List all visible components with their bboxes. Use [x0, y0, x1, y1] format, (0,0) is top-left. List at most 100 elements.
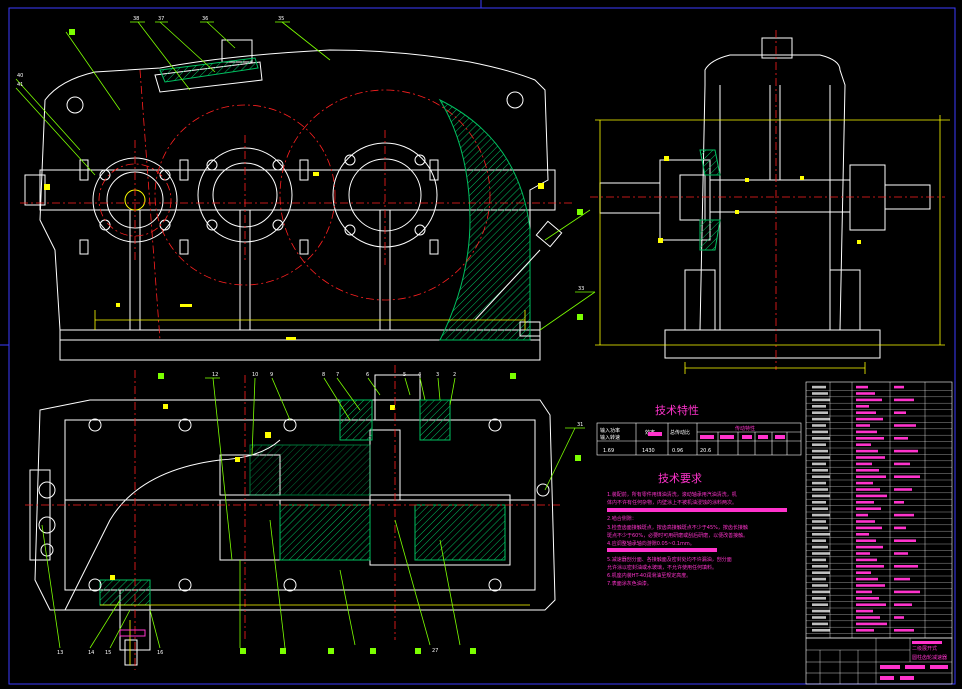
plan-housing-outline	[34, 399, 556, 611]
bom-cell-code	[812, 430, 828, 434]
bom-cell-code	[812, 437, 830, 440]
leader-lines	[15, 21, 596, 649]
bom-cell-code	[812, 533, 830, 536]
bom-cell-code	[812, 577, 826, 581]
bom-cell-code	[812, 539, 826, 542]
plan-bearing-hatch-3	[99, 579, 151, 606]
bom-cell-name	[856, 443, 871, 446]
bom-cell-name	[856, 430, 877, 434]
bom-cell-code	[812, 424, 826, 427]
bom-cell-code	[812, 385, 826, 389]
side-shaft-body	[709, 179, 851, 213]
bom-cell-code	[812, 597, 826, 600]
bom-cell-name	[856, 398, 882, 402]
bom-cell-code	[812, 392, 828, 395]
bom-cell-name	[856, 609, 873, 613]
balloon-40: 40	[17, 73, 23, 79]
drawing-frame	[8, 7, 956, 685]
plan-bolt-hole-3	[40, 543, 54, 557]
bom-cell-name	[856, 513, 868, 517]
bom-cell-code	[812, 405, 826, 408]
bom-cell-name	[856, 437, 884, 440]
bom-cell-name	[856, 475, 886, 478]
req-line-6: 4.应调整轴承轴向游隙0.05~0.1mm。	[607, 540, 695, 547]
bom-cell-name	[856, 456, 885, 459]
bom-cell-name	[856, 565, 884, 568]
balloon-14: 14	[88, 650, 94, 656]
bom-cell-name	[856, 629, 874, 632]
requirements-section: 技术要求 1.装配前，所有零件用煤油清洗，滚动轴承用汽油清洗，机 体内不许有任何…	[607, 472, 787, 587]
bom-cell-material	[894, 539, 916, 542]
balloon-13: 13	[57, 650, 63, 656]
bom-cell-code	[812, 616, 826, 619]
side-base	[664, 329, 881, 359]
dipstick-head	[535, 220, 563, 248]
bom-cell-code	[812, 411, 828, 414]
spec-v-ratio: 20.6	[700, 448, 711, 454]
side-centerlines	[590, 30, 945, 370]
bom-cell-material	[894, 424, 916, 427]
bom-cell-name	[856, 616, 880, 619]
bom-cell-code	[812, 449, 828, 453]
title-block: 二级展开式 圆柱齿轮减速器	[805, 637, 953, 685]
side-view	[599, 37, 931, 359]
bom-cell-name	[856, 469, 879, 472]
bom-cell-name	[856, 577, 878, 581]
plan-bolt-hole-4	[536, 483, 550, 497]
bom-cell-material	[894, 501, 904, 504]
side-dimensions	[595, 115, 950, 374]
bom-cell-code	[812, 501, 826, 504]
bom-cell-code	[812, 513, 830, 517]
plan-bolt-hole-1	[38, 481, 56, 499]
bom-cell-code	[812, 565, 828, 568]
req-line-2: 体内不许有任何杂物，内壁涂上不被机油浸蚀的涂料两次。	[607, 499, 737, 506]
side-bearing-housing-right	[849, 164, 886, 231]
balloon-35: 35	[278, 16, 284, 22]
bom-cell-code	[812, 507, 828, 510]
plan-view	[29, 374, 556, 666]
bom-cell-name	[856, 584, 885, 587]
cover-section-hatch	[159, 57, 259, 83]
plan-bolt-hole-2	[38, 516, 56, 534]
bom-cell-code	[812, 469, 828, 472]
bom-cell-code	[812, 417, 830, 421]
bom-cell-name	[856, 603, 886, 606]
plan-gear-hatch-3	[249, 444, 371, 496]
req-line-8: 允许涂以密封油或水玻璃，不允许使用任何填料。	[607, 564, 717, 571]
side-hatch-2	[699, 219, 721, 251]
bom-cell-code	[812, 609, 830, 613]
bom-cell-name	[856, 526, 882, 530]
bom-cell-code	[812, 475, 830, 478]
lifting-eye-right	[506, 91, 524, 109]
balloon-7: 7	[336, 372, 339, 378]
spec-h-characteristics: 传动特性	[735, 425, 755, 432]
balloon-12: 12	[212, 372, 218, 378]
bom-cell-code	[812, 494, 830, 498]
parts-list	[805, 381, 953, 639]
bom-cell-material	[894, 449, 918, 453]
bom-cell-name	[856, 488, 880, 491]
req-line-4: 3.检查齿面接触斑点，按齿高接触斑点不少于45%，按齿长接触	[607, 524, 748, 531]
side-yellow-marks	[658, 156, 861, 244]
bom-cell-code	[812, 481, 826, 485]
balloon-37: 37	[158, 16, 164, 22]
front-flange	[39, 169, 556, 211]
bom-rows	[806, 385, 952, 634]
side-foot-right	[829, 269, 861, 331]
spec-table-grid	[596, 422, 802, 456]
side-hatch-1	[699, 149, 721, 176]
plan-dimensions	[100, 604, 530, 665]
bom-cell-name	[856, 411, 876, 414]
plan-left-boss	[29, 469, 51, 561]
plan-bearing-hatch-2	[419, 399, 451, 441]
bom-cell-code	[812, 545, 828, 549]
balloon-41: 41	[17, 82, 23, 88]
plan-output-shaft	[374, 374, 421, 421]
bom-cell-name	[856, 520, 875, 523]
title-line-2: 圆柱齿轮减速器	[912, 654, 947, 661]
bom-cell-code	[812, 571, 830, 574]
plan-section-curve	[64, 439, 281, 611]
bom-cell-code	[812, 629, 830, 632]
bom-cell-name	[856, 392, 875, 395]
leader-squares	[69, 29, 583, 654]
